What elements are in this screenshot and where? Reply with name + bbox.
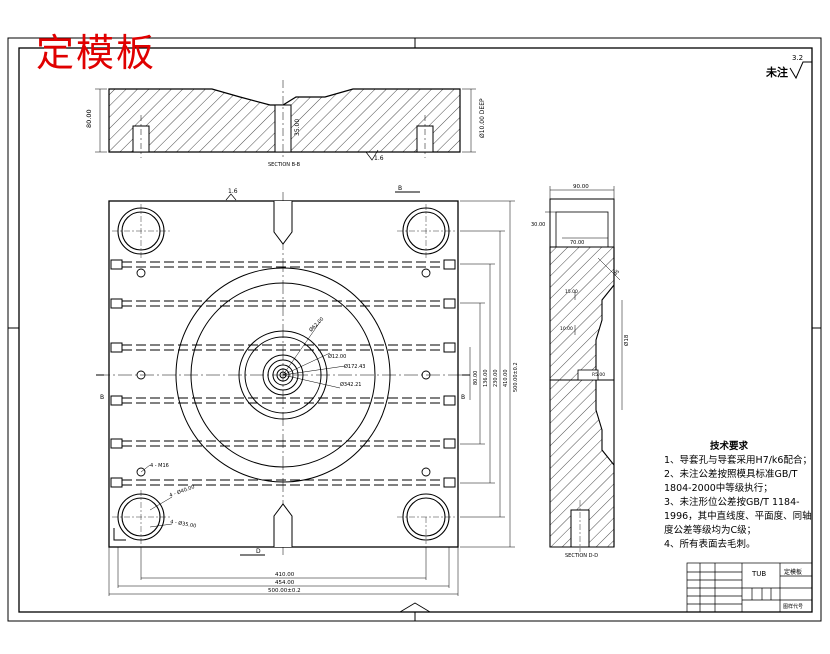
tech-item-1: 1、导套孔与导套采用H7/k6配合； [664, 455, 812, 466]
dim-bottom-3: 500.00±0.2 [268, 588, 301, 594]
front-plan-view [96, 191, 515, 596]
dim-right-3: 230.00 [493, 370, 499, 388]
side-dim-top: 90.00 [573, 184, 589, 190]
dim-bottom-1: 410.00 [275, 572, 295, 578]
top-dim-height: 80.00 [85, 109, 93, 128]
hole-note-1: 4 - M16 [150, 463, 169, 469]
tech-item-2: 2、未注公差按照模具标准GB/T 1804-2000中等级执行； [664, 469, 798, 494]
dim-right-5: 500.00±0.2 [513, 362, 519, 392]
title-block [686, 562, 813, 613]
centering-marks [8, 38, 821, 621]
dim-bottom-2: 454.00 [275, 580, 295, 586]
side-dim-left: 30.00 [531, 222, 545, 228]
tech-requirements: 技术要求 1、导套孔与导套采用H7/k6配合； 2、未注公差按照模具标准GB/T… [664, 440, 814, 552]
marker-b-left: B [100, 394, 104, 401]
marker-b-top: B [398, 185, 402, 192]
tech-heading: 技术要求 [709, 441, 748, 452]
hole-label-1: Ø12.00 [328, 353, 346, 360]
top-dim-center: 35.00 [294, 119, 301, 136]
roughness-symbol [789, 61, 812, 80]
top-dim-right: Ø10.00 DEEP [479, 98, 486, 138]
sheet-arrows [399, 602, 431, 613]
title-block-school: TUB [751, 570, 766, 578]
dim-right-1: 80.00 [473, 371, 479, 385]
hole-label-4: Ø342.21 [340, 381, 361, 388]
side-dim-small-3: Ø5 [611, 268, 621, 278]
roughness-value: 3.2 [792, 54, 803, 62]
side-dim-mid: 70.00 [570, 240, 584, 246]
drawing-title: 定模板 [36, 31, 157, 75]
side-section-label: SECTION D-D [565, 553, 598, 559]
hole-note-3: 4 - Ø35.00 [170, 518, 197, 529]
top-section-view [95, 80, 476, 161]
side-section-view [545, 186, 623, 552]
tech-item-3: 3、未注形位公差按GB/T 1184-1996，其中直线度、平面度、同轴度公差等… [664, 497, 812, 536]
top-roughness: 1.6 [374, 155, 384, 162]
surface-note-label: 未注 [766, 66, 788, 79]
side-dim-small-1: 15.00 [565, 289, 578, 295]
marker-b-right: B [461, 394, 465, 401]
side-dim-small-4: R5.00 [592, 372, 605, 378]
dim-right-4: 410.00 [503, 370, 509, 388]
side-dim-small-2: 10.00 [560, 326, 573, 332]
dim-right-2: 136.00 [483, 370, 489, 388]
marker-d-bottom: D [256, 548, 261, 555]
side-dim-right: Ø18 [623, 334, 630, 346]
top-section-label: SECTION B-B [268, 162, 301, 168]
hole-label-3: Ø172.43 [344, 363, 365, 370]
front-roughness: 1.6 [228, 188, 238, 195]
title-block-name: 定模板 [784, 568, 802, 576]
title-block-code: 图样代号 [783, 603, 803, 610]
tech-item-4: 4、所有表面去毛刺。 [664, 539, 756, 550]
